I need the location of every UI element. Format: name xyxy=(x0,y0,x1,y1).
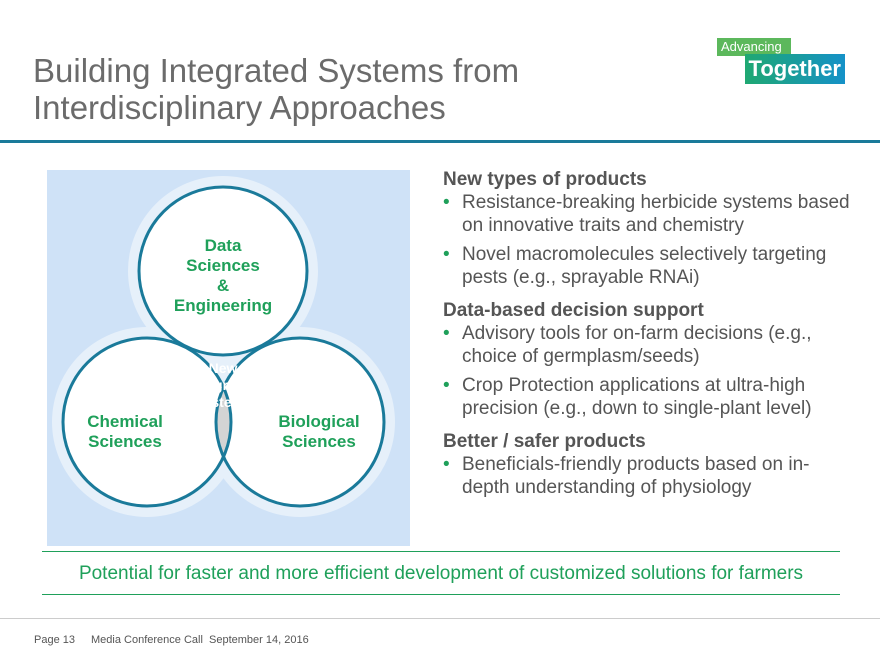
bullet: Crop Protection applications at ultra-hi… xyxy=(443,374,853,420)
page-number: Page 13 xyxy=(34,634,75,646)
section-decision-support: Data-based decision support Advisory too… xyxy=(443,299,853,420)
logo-line2: Together xyxy=(745,54,845,84)
label-line: Sciences xyxy=(186,256,260,275)
circle-chemical xyxy=(63,338,231,506)
bullet: Resistance-breaking herbicide systems ba… xyxy=(443,191,853,237)
label-line: Sciences xyxy=(282,432,356,451)
tagline-rule-top xyxy=(42,551,840,552)
label-data-sciences: Data Sciences & Engineering xyxy=(163,236,283,316)
label-line: Chemical xyxy=(87,412,163,431)
footer-event: Media Conference Call September 14, 2016 xyxy=(91,634,309,646)
label-line: Engineering xyxy=(173,296,273,315)
section-safer-products: Better / safer products Beneficials-frie… xyxy=(443,430,853,499)
venn-diagram: Data Sciences & Engineering Chemical Sci… xyxy=(47,170,410,546)
section-heading: Better / safer products xyxy=(443,431,646,452)
footer-divider xyxy=(0,618,880,619)
label-line: Systems xyxy=(194,394,252,410)
circle-data xyxy=(139,187,307,355)
label-chemical-sciences: Chemical Sciences xyxy=(75,412,175,452)
tagline: Potential for faster and more efficient … xyxy=(78,563,804,584)
label-line: & xyxy=(216,276,230,295)
bullet: Novel macromolecules selectively targeti… xyxy=(443,243,853,289)
title-line: Building Integrated Systems from xyxy=(33,52,520,89)
section-heading: Data-based decision support xyxy=(443,300,704,321)
venn-svg xyxy=(52,176,395,517)
label-biological-sciences: Biological Sciences xyxy=(269,412,369,452)
circle-biological xyxy=(216,338,384,506)
bullet: Advisory tools for on-farm decisions (e.… xyxy=(443,322,853,368)
logo-line1: Advancing xyxy=(717,38,791,56)
title-divider xyxy=(0,140,880,143)
slide-title: Building Integrated Systems from Interdi… xyxy=(33,52,519,126)
section-new-products: New types of products Resistance-breakin… xyxy=(443,168,853,289)
label-line: Biological xyxy=(278,412,360,431)
label-new-integrated-systems: New Integrated Systems xyxy=(178,360,268,411)
content-list: New types of products Resistance-breakin… xyxy=(443,168,853,509)
tagline-rule-bottom xyxy=(42,594,840,595)
label-line: Data xyxy=(204,236,242,255)
label-line: Integrated xyxy=(189,377,257,393)
label-line: New xyxy=(208,360,238,376)
section-heading: New types of products xyxy=(443,169,647,190)
bullet: Beneficials-friendly products based on i… xyxy=(443,453,853,499)
label-line: Sciences xyxy=(88,432,162,451)
title-line: Interdisciplinary Approaches xyxy=(33,89,446,126)
